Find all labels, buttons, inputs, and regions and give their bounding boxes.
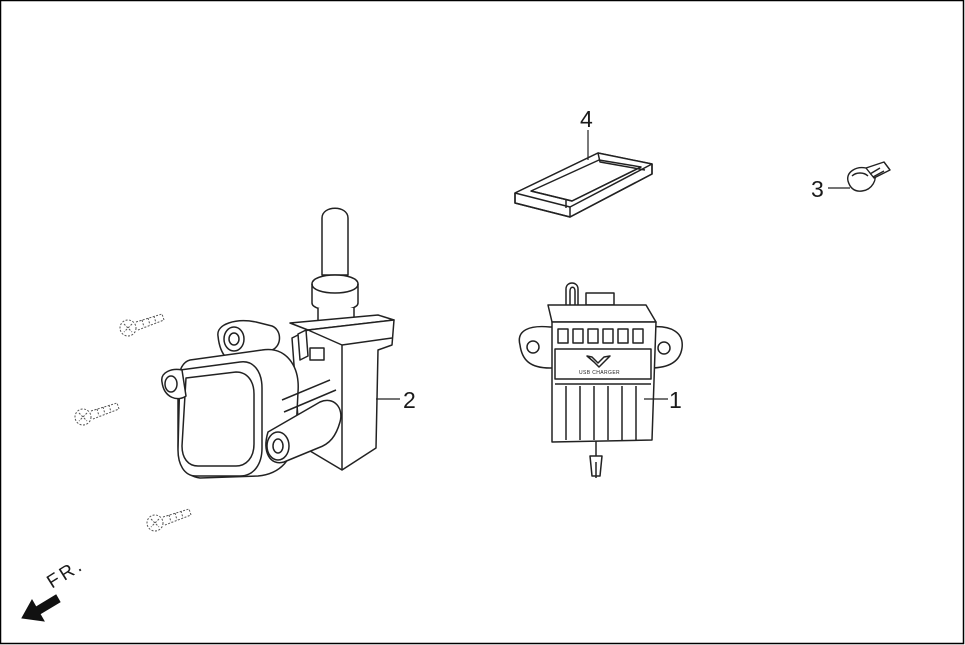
screw-middle[interactable] xyxy=(74,402,120,426)
callout-number-4: 4 xyxy=(580,106,593,132)
bulb-part[interactable] xyxy=(847,161,891,192)
callout-number-3: 3 xyxy=(811,176,824,202)
screw-top[interactable] xyxy=(119,313,165,337)
callout-number-2: 2 xyxy=(403,387,416,413)
usb-charger-part[interactable] xyxy=(518,282,683,478)
screw-bottom[interactable] xyxy=(146,508,192,532)
switch-assembly-part[interactable] xyxy=(161,207,395,479)
callout-number-1: 1 xyxy=(669,387,682,413)
charger-label: USB CHARGER xyxy=(579,370,620,376)
front-direction-arrow-icon xyxy=(21,594,61,622)
frame-cover-part[interactable] xyxy=(514,152,653,218)
